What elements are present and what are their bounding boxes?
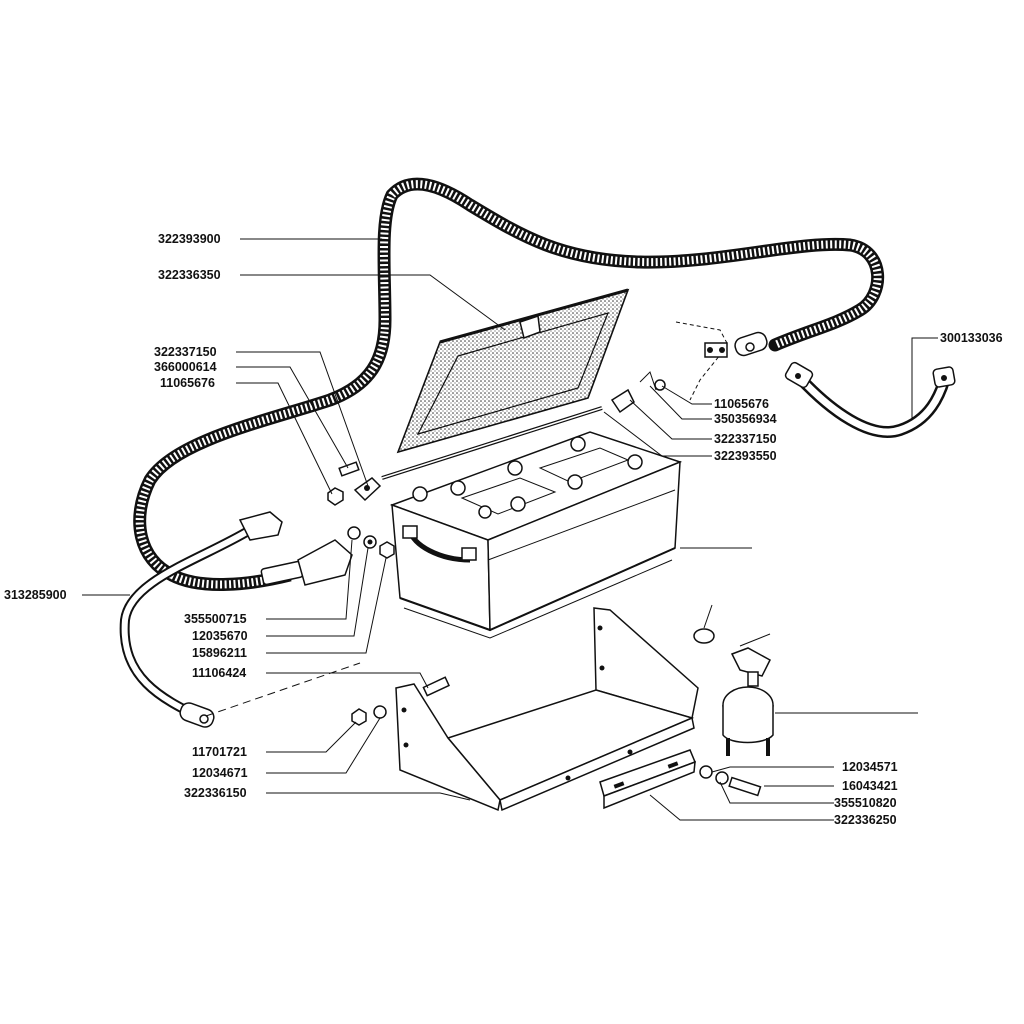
label-washer-a: 355500715 [184,612,247,626]
terminal-bracket [675,321,729,401]
battery-tray [395,607,699,812]
battery-cover [396,288,630,454]
label-screw-left: 366000614 [154,360,217,374]
battery-switch [722,633,918,756]
label-nut-right: 11065676 [714,397,769,411]
battery [389,431,752,639]
label-cable-top: 322393900 [158,232,221,246]
ground-strap [784,361,956,438]
label-bracket: 322336250 [834,813,897,827]
label-nut-left: 11065676 [160,376,215,390]
label-cover: 322336350 [158,268,221,282]
main-cable [133,177,885,582]
label-clamp-right: 322337150 [714,432,777,446]
label-washer-b: 12035670 [192,629,248,643]
label-tray: 322336150 [184,786,247,800]
label-washer-tray: 12034671 [192,766,248,780]
bracket [599,749,696,810]
label-rod: 322393550 [714,449,777,463]
label-bolt-sw: 16043421 [842,779,898,793]
negative-cable [119,511,361,728]
label-washer-sw: 12034571 [842,760,898,774]
label-nut-b: 15896211 [192,646,247,660]
battery-caps [412,436,643,519]
hardware [327,371,762,797]
label-ground-strap: 300133036 [940,331,1003,345]
leader-lines [82,238,938,821]
label-bolt-right: 350356934 [714,412,777,426]
label-washer-sw2: 355510820 [834,796,897,810]
label-cable-left: 313285900 [4,588,67,602]
label-clamp-left: 322337150 [154,345,217,359]
label-bolt-tray: 11106424 [192,666,247,680]
label-nut-tray: 11701721 [192,745,247,759]
main-cable-lower [168,539,353,591]
